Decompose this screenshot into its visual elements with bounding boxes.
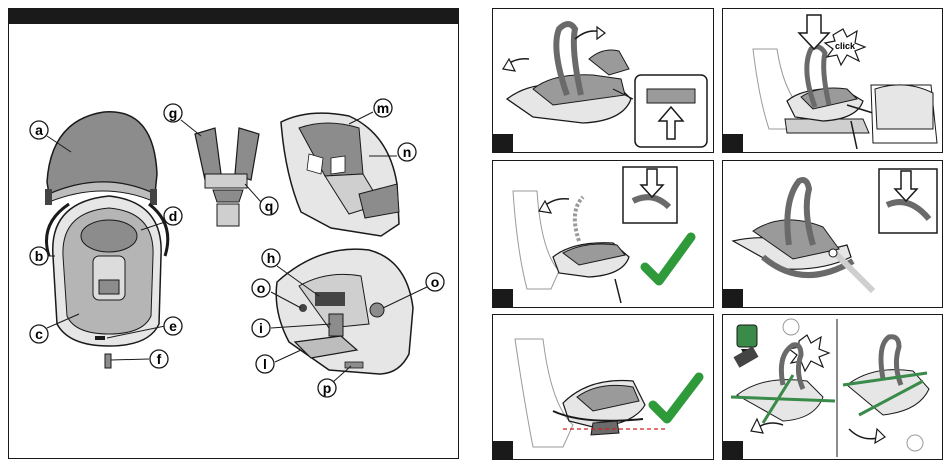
step-number-badge — [723, 441, 743, 459]
car-seat-front-illustration — [47, 196, 168, 368]
click-annotation: click — [835, 41, 856, 51]
step-number-badge — [493, 441, 513, 459]
base-illustration — [276, 249, 413, 374]
label-m: m — [377, 100, 389, 116]
harness-pads-illustration — [195, 128, 259, 226]
label-f: f — [157, 351, 162, 367]
step-number-badge — [493, 289, 513, 307]
panel-header-bar — [9, 9, 458, 24]
step-number-badge — [723, 289, 743, 307]
step-5-panel — [492, 314, 714, 460]
step-6-panel — [722, 314, 943, 460]
check-icon — [645, 237, 691, 281]
step-3-panel — [492, 160, 714, 308]
step-3-illustration — [493, 161, 714, 308]
step-1-panel — [492, 8, 714, 153]
step-number-badge — [493, 134, 513, 152]
parts-illustration: a b c d e f g q m n h o i l — [9, 24, 457, 457]
label-l: l — [263, 356, 267, 372]
parts-overview-panel: a b c d e f g q m n h o i l — [8, 8, 459, 459]
label-e: e — [169, 318, 177, 334]
step-5-illustration — [493, 315, 714, 460]
step-4-panel — [722, 160, 943, 308]
label-h: h — [267, 250, 276, 266]
label-o-left: o — [257, 280, 266, 296]
step-4-illustration — [723, 161, 943, 308]
step-number-badge — [723, 134, 743, 152]
label-d: d — [169, 208, 178, 224]
step-1-illustration — [493, 9, 714, 153]
canopy-illustration — [45, 112, 157, 205]
label-o-right: o — [431, 274, 440, 290]
check-icon — [653, 377, 699, 419]
label-i: i — [259, 320, 263, 336]
label-n: n — [403, 144, 412, 160]
step-2-illustration: click — [723, 9, 943, 153]
label-a: a — [35, 122, 43, 138]
seat-cover-illustration — [281, 113, 399, 236]
step-2-panel: click — [722, 8, 943, 153]
label-b: b — [35, 248, 44, 264]
label-p: p — [323, 380, 332, 396]
label-q: q — [265, 198, 274, 214]
label-c: c — [35, 326, 43, 342]
step-6-illustration — [723, 315, 943, 460]
label-g: g — [169, 105, 178, 121]
